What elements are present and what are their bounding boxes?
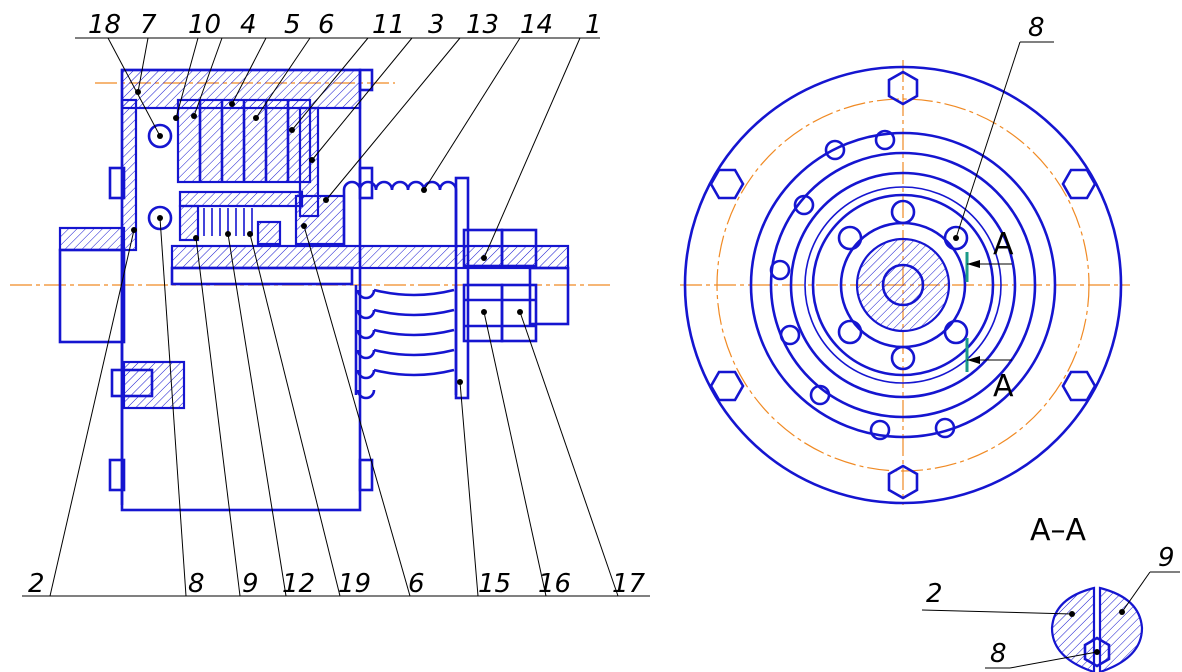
- callout-17: 17: [612, 569, 646, 599]
- outer-flange: [683, 65, 1123, 505]
- leaders-top: [75, 37, 600, 259]
- section-aa: A–A 2 9 8: [921, 513, 1180, 672]
- ball-upper: [147, 123, 173, 149]
- callout-2: 2: [28, 569, 45, 599]
- section-label-a-lower: A: [993, 369, 1014, 404]
- callout-6-top: 6: [318, 10, 335, 40]
- callout-18: 18: [88, 10, 121, 40]
- nut-17: [500, 283, 538, 343]
- section-title: A–A: [1030, 513, 1087, 548]
- section-callout-8: 8: [990, 639, 1007, 669]
- callout-12: 12: [282, 569, 315, 599]
- end-view: A A 8: [680, 13, 1130, 505]
- longitudinal-section: 18 7 10 4 5 6 11 3 13 14 1 2 8 9 12 19 6…: [10, 10, 650, 599]
- callout-16: 16: [538, 569, 571, 599]
- section-callout-9: 9: [1158, 543, 1175, 573]
- callout-19: 19: [338, 569, 371, 599]
- callout-11: 11: [372, 10, 405, 40]
- callout-5: 5: [284, 10, 301, 40]
- inner-holes: [769, 129, 969, 441]
- section-part-8: [1083, 636, 1111, 668]
- outer-bolts: [709, 70, 1097, 500]
- section-part-9: [1098, 586, 1144, 672]
- callout-8: 8: [188, 569, 205, 599]
- ball-lower: [147, 205, 173, 231]
- leaders-bottom: [22, 217, 650, 597]
- callout-4: 4: [240, 10, 257, 40]
- section-callout-2: 2: [926, 579, 943, 609]
- callout-15: 15: [478, 569, 511, 599]
- callout-6-bottom: 6: [408, 569, 425, 599]
- callout-3: 3: [428, 10, 445, 40]
- washer: [454, 176, 470, 400]
- end-view-callout-8: 8: [1028, 13, 1045, 43]
- callout-14: 14: [520, 10, 553, 40]
- callout-7: 7: [140, 10, 157, 40]
- callout-13: 13: [466, 10, 499, 40]
- callout-9: 9: [242, 569, 259, 599]
- callout-1: 1: [585, 10, 602, 40]
- section-label-a-upper: A: [993, 227, 1014, 262]
- section-part-2: [1050, 586, 1096, 672]
- bolt-circle: [716, 98, 1090, 472]
- small-springs: [203, 208, 253, 236]
- callout-10: 10: [188, 10, 221, 40]
